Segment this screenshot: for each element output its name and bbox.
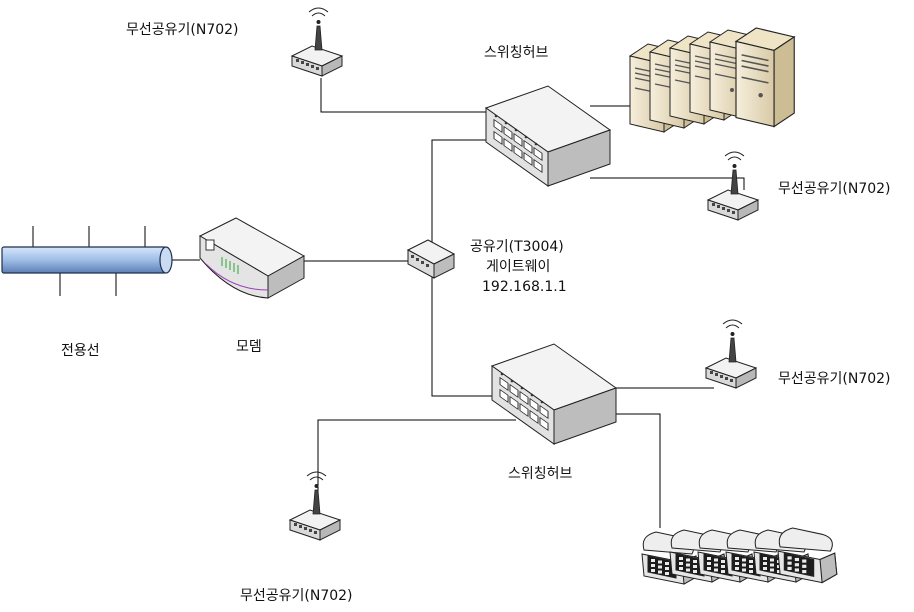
wireless-ap-bottom-left <box>289 471 341 541</box>
connection-lines <box>170 78 745 528</box>
label-router-role: 게이트웨이 <box>486 259 550 275</box>
wireless-ap-right-bottom <box>705 319 757 389</box>
label-switch-bottom: 스위칭허브 <box>508 466 573 482</box>
wireless-ap-right-top <box>707 151 759 221</box>
wireless-ap-top-left <box>291 7 343 77</box>
switching-hub-bottom <box>491 343 617 445</box>
switching-hub-top <box>485 85 611 187</box>
label-ap-right-bottom: 무선공유기(N702) <box>778 371 891 387</box>
label-router-model: 공유기(T3004) <box>470 239 564 255</box>
modem-device <box>198 217 306 299</box>
label-ap-right-top: 무선공유기(N702) <box>778 181 891 197</box>
label-modem: 모뎀 <box>236 339 262 355</box>
server-group <box>629 27 796 133</box>
label-leased-line: 전용선 <box>61 343 100 359</box>
label-ap-top-left: 무선공유기(N702) <box>126 22 239 38</box>
label-switch-top: 스위칭허브 <box>484 45 549 61</box>
label-router-ip: 192.168.1.1 <box>482 279 567 295</box>
leased-line-cable <box>1 226 173 296</box>
phone-group <box>641 527 838 585</box>
router-device <box>406 239 456 279</box>
label-ap-bottom-left: 무선공유기(N702) <box>240 588 353 604</box>
